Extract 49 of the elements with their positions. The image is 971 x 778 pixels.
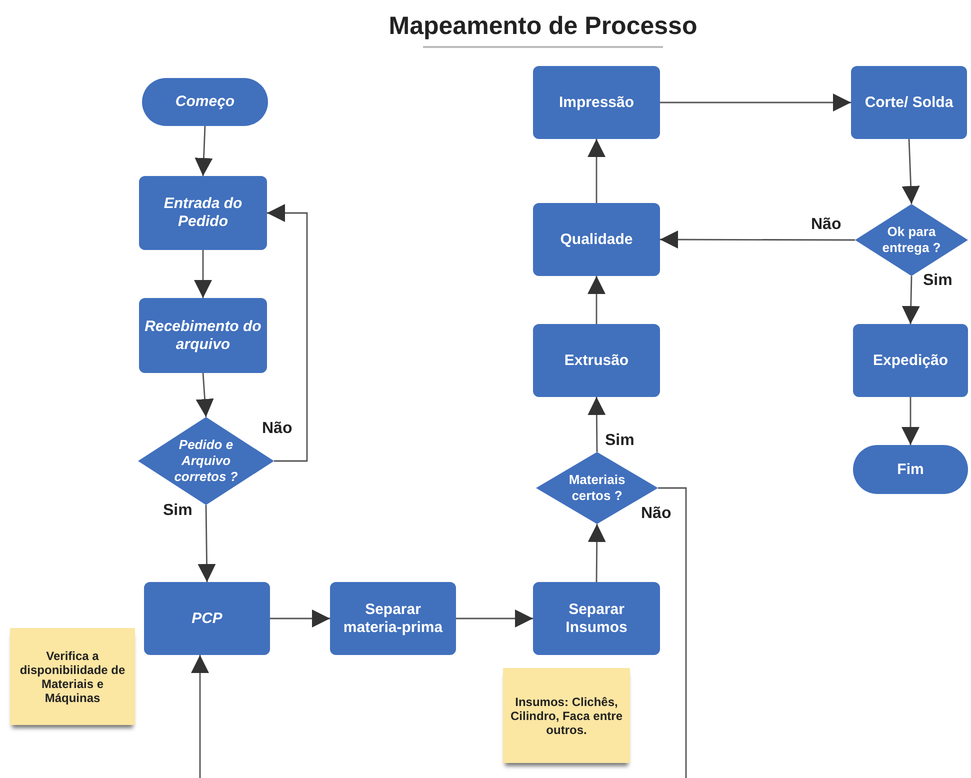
arrow bbox=[456, 610, 533, 628]
process-box bbox=[533, 324, 660, 397]
arrow bbox=[194, 250, 212, 298]
process-box bbox=[144, 582, 270, 655]
process-label: Expedição bbox=[872, 352, 948, 370]
process-box bbox=[533, 203, 660, 276]
arrow bbox=[902, 397, 920, 445]
arrow bbox=[267, 204, 308, 462]
process-label: Extrusão bbox=[564, 352, 629, 370]
terminator-pill bbox=[853, 445, 968, 494]
diagram-title: Mapeamento de Processo bbox=[388, 12, 698, 41]
process-label: PCP bbox=[192, 610, 222, 628]
process-box bbox=[330, 582, 456, 655]
arrow bbox=[270, 610, 330, 628]
arrow bbox=[902, 138, 920, 204]
process-label: Entrada do Pedido bbox=[162, 195, 244, 231]
note-text: Insumos: Clichês, Cilindro, Faca entre outros. bbox=[509, 694, 624, 736]
process-box bbox=[533, 582, 660, 655]
arrow bbox=[588, 524, 606, 582]
decision-label: Pedido e Arquivo corretos ? bbox=[173, 437, 239, 485]
arrow bbox=[588, 139, 606, 203]
arrow bbox=[191, 655, 209, 778]
process-label: Corte/ Solda bbox=[864, 94, 954, 112]
note-text: Verifica a disponibilidade de Materiais e Máquinas bbox=[18, 648, 126, 704]
arrow bbox=[660, 94, 851, 112]
decision-label: Ok para entrega ? bbox=[881, 224, 942, 256]
process-box bbox=[851, 66, 967, 139]
terminator-label: Fim bbox=[897, 460, 924, 478]
process-label: Separar materia-prima bbox=[342, 600, 444, 636]
terminator-pill bbox=[142, 78, 268, 126]
arrow bbox=[902, 276, 920, 324]
arrow bbox=[588, 397, 606, 452]
sticky-note bbox=[10, 628, 135, 725]
process-label: Impressão bbox=[558, 94, 634, 112]
process-label: Qualidade bbox=[560, 230, 633, 248]
arrow bbox=[660, 230, 855, 249]
arrow bbox=[194, 126, 213, 176]
process-box bbox=[533, 66, 660, 139]
sticky-note bbox=[503, 668, 630, 763]
process-label: Recebimento do arquivo bbox=[144, 318, 262, 354]
terminator-label: Começo bbox=[175, 93, 235, 111]
decision-label: Materiais certos ? bbox=[568, 472, 626, 504]
arrow bbox=[588, 276, 606, 324]
process-label: Separar Insumos bbox=[564, 600, 628, 636]
process-box bbox=[139, 176, 267, 250]
process-box bbox=[853, 324, 968, 397]
arrow bbox=[198, 505, 216, 582]
arrow bbox=[196, 372, 214, 418]
process-box bbox=[139, 298, 267, 373]
